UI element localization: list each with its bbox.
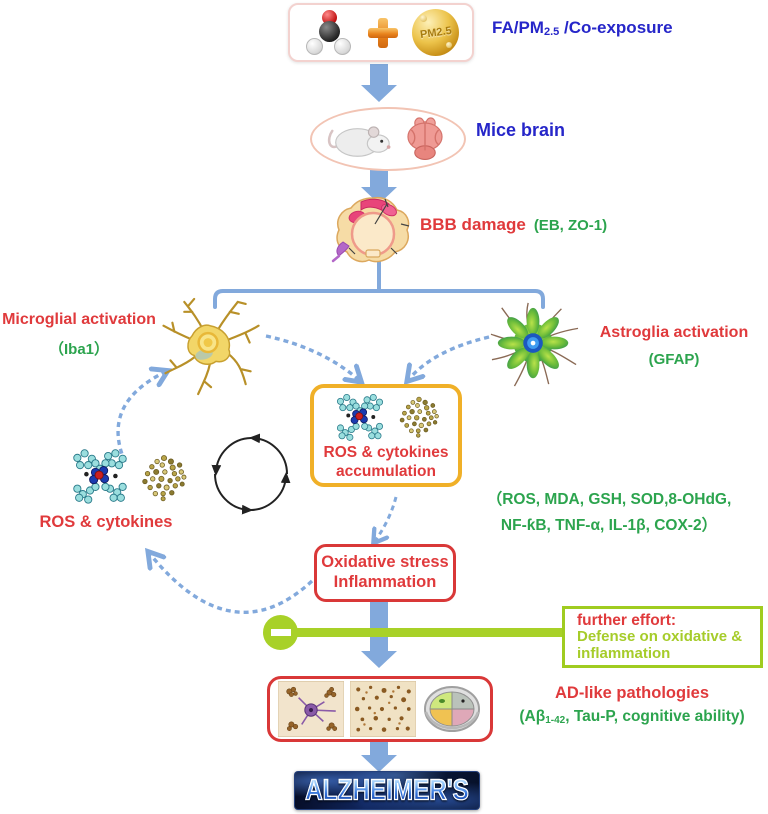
histology-icon <box>350 681 416 737</box>
dashed-arrow-icons <box>116 334 490 614</box>
biomarkers-text: （ROS, MDA, GSH, SOD,8-OHdG, NF-ƙB, TNF-α… <box>486 491 732 534</box>
exposure-box: PM2.5 <box>288 3 474 62</box>
accumulation-label: ROS & cytokines accumulation <box>323 444 449 480</box>
ros-molecule-icon <box>68 447 132 505</box>
cytokine-molecule-icon <box>395 394 443 440</box>
pm25-sphere-label: PM2.5 <box>419 24 453 41</box>
further-effort-box: further effort: Defense on oxidative & i… <box>562 606 763 668</box>
further-effort-line1: Defense on oxidative & <box>577 628 743 646</box>
ad-pathologies-box <box>267 676 493 742</box>
astroglia-label: Astroglia activation <box>599 324 749 341</box>
bbb-label: BBB damage(EB, ZO-1) <box>420 215 608 234</box>
cytokine-molecule-icon <box>138 452 190 504</box>
exposure-label: FA/PM2.5 /Co-exposure <box>492 18 673 38</box>
further-effort-line2: inflammation <box>577 645 671 663</box>
alzheimers-logo: ALZHEIMER'S <box>294 771 480 810</box>
inhibition-bar <box>282 628 566 637</box>
microglia-label: Microglial activation <box>2 311 156 328</box>
plus-icon <box>368 17 399 48</box>
ros-cytokines-label: ROS & cytokines <box>39 513 173 531</box>
oxidative-box: Oxidative stress Inflammation <box>314 544 456 602</box>
ad-label: AD-like pathologies <box>554 684 710 702</box>
bbb-icon <box>330 194 416 266</box>
alzheimers-logo-text: ALZHEIMER'S <box>305 774 470 807</box>
formaldehyde-molecule-icon <box>303 8 355 58</box>
inhibitor-icon <box>263 615 298 650</box>
microglia-marker: （Iba1） <box>48 341 109 358</box>
mouse-icon <box>327 126 391 157</box>
accumulation-box: ROS & cytokines accumulation <box>310 384 462 487</box>
ad-markers: (Aβ1-42, Tau-P, cognitive ability) <box>519 708 745 726</box>
neuron-plaques-icon <box>278 681 344 737</box>
cycle-arrows-icon <box>211 433 291 515</box>
bbb-markers: (EB, ZO-1) <box>533 217 608 234</box>
water-maze-icon <box>424 686 480 732</box>
mice-label: Mice brain <box>476 120 566 140</box>
pm25-sphere-icon: PM2.5 <box>412 9 460 56</box>
mice-oval <box>310 107 466 171</box>
brain-icon <box>407 117 443 161</box>
further-effort-title: further effort: <box>577 612 677 629</box>
microglia-icon <box>158 296 268 400</box>
ros-molecule-icon <box>329 392 391 442</box>
block-arrow-icons <box>361 64 397 772</box>
astroglia-marker: (GFAP) <box>648 351 700 368</box>
astroglia-icon <box>487 300 583 390</box>
